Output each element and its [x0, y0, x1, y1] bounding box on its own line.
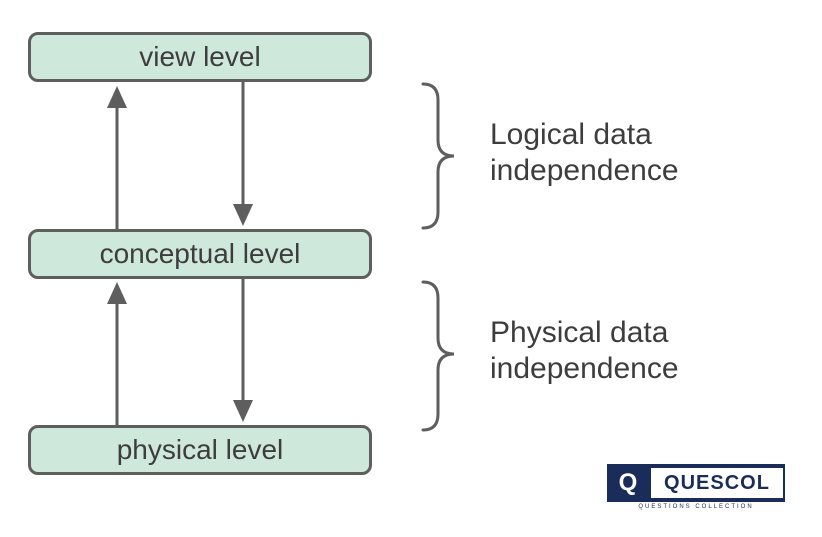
physical-data-independence-label: Physical data independence — [490, 315, 679, 387]
quescol-logo: Q QUESCOL QUESTIONS COLLECTION — [607, 464, 785, 512]
down-arrowhead-bottom — [233, 400, 253, 422]
logo-name: QUESCOL — [651, 468, 783, 498]
logo-tagline: QUESTIONS COLLECTION — [638, 504, 754, 510]
up-arrowhead-top — [107, 86, 127, 108]
conceptual-level-box: conceptual level — [28, 229, 372, 279]
logo-mark: Q — [618, 469, 638, 496]
physical-label-line2: independence — [490, 352, 679, 385]
logical-brace — [421, 82, 455, 230]
physical-brace — [421, 280, 455, 432]
physical-label-line1: Physical data — [490, 316, 669, 349]
logical-label-line1: Logical data — [490, 118, 652, 151]
up-arrowhead-bottom — [107, 282, 127, 304]
view-level-box: view level — [28, 32, 372, 82]
logo-badge: Q QUESCOL — [607, 464, 785, 502]
down-arrowhead-top — [233, 204, 253, 226]
physical-level-label: physical level — [116, 434, 284, 465]
logical-label-line2: independence — [490, 154, 679, 187]
conceptual-level-label: conceptual level — [99, 238, 301, 269]
view-level-label: view level — [139, 41, 261, 72]
logical-data-independence-label: Logical data independence — [490, 117, 679, 189]
physical-level-box: physical level — [28, 425, 372, 475]
